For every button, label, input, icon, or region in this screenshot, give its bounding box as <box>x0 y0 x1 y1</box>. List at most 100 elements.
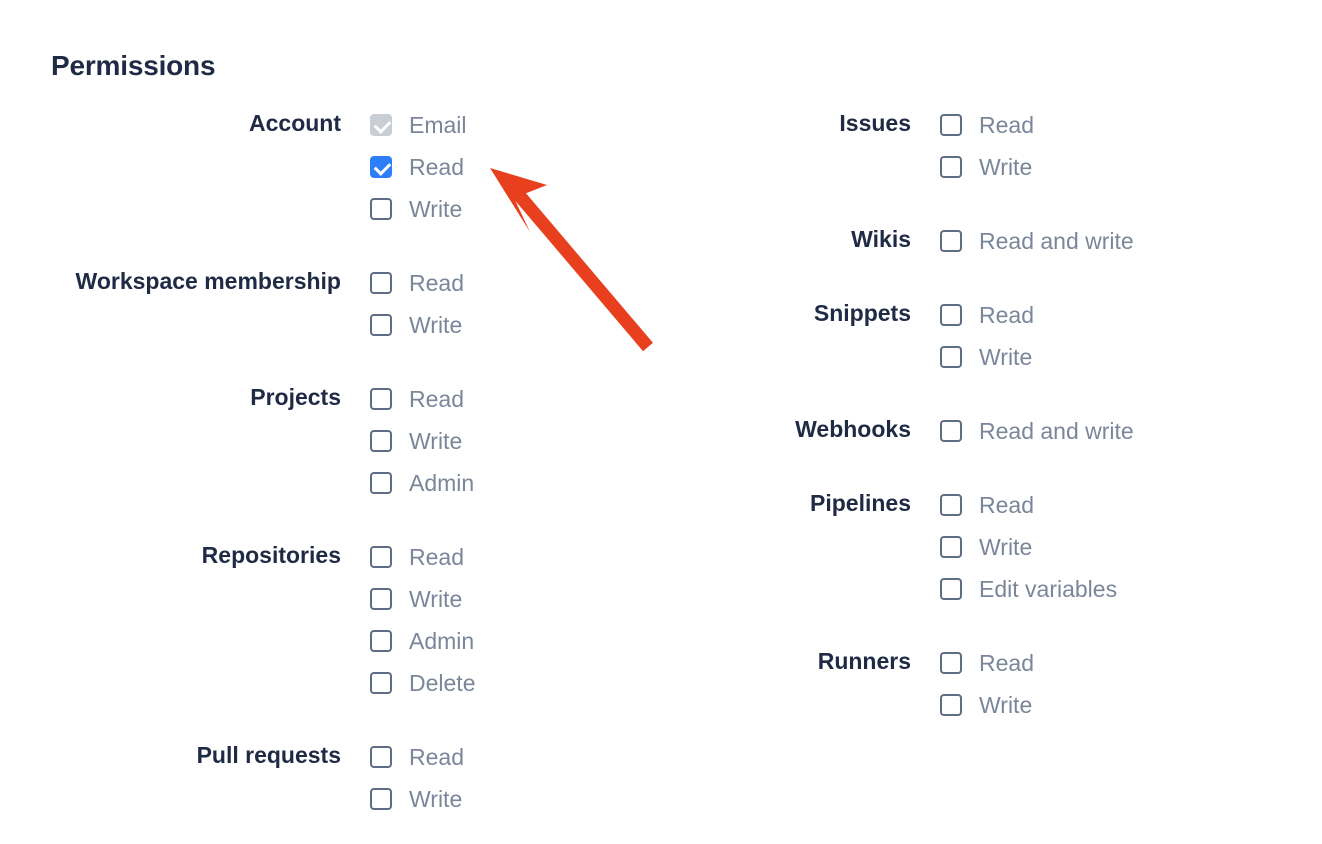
checkbox-unchecked-icon[interactable] <box>370 788 392 810</box>
permission-option-label: Delete <box>409 670 476 696</box>
checkbox-unchecked-icon[interactable] <box>370 472 392 494</box>
permission-option-label: Admin <box>409 628 475 654</box>
checkbox-unchecked-icon[interactable] <box>940 578 962 600</box>
permission-option-row[interactable]: Write <box>370 304 660 346</box>
checkbox-unchecked-icon[interactable] <box>940 536 962 558</box>
permission-option-row[interactable]: Write <box>940 146 1322 188</box>
permission-option-label: Write <box>409 196 463 222</box>
permission-option-row[interactable]: Admin <box>370 620 660 662</box>
permission-option-label: Read <box>409 386 464 412</box>
permission-group-label: Workspace membership <box>75 268 341 294</box>
permission-option-label: Write <box>979 692 1033 718</box>
checkbox-checked-icon[interactable] <box>370 156 392 178</box>
checkbox-unchecked-icon[interactable] <box>370 272 392 294</box>
permission-option-row[interactable]: Write <box>370 578 660 620</box>
permission-option-row[interactable]: Write <box>370 778 660 820</box>
permission-option-row[interactable]: Read <box>940 294 1322 336</box>
checkbox-unchecked-icon[interactable] <box>940 114 962 136</box>
permission-option-row[interactable]: Read and write <box>940 410 1322 452</box>
permission-option-label: Read <box>409 544 464 570</box>
checkbox-unchecked-icon[interactable] <box>370 314 392 336</box>
permission-group-label: Snippets <box>813 300 911 326</box>
permission-option-row[interactable]: Read <box>370 378 660 420</box>
permission-option-row[interactable]: Email <box>370 104 660 146</box>
checkbox-unchecked-icon[interactable] <box>940 304 962 326</box>
permission-option-row[interactable]: Read <box>940 642 1322 684</box>
checkbox-unchecked-icon[interactable] <box>370 630 392 652</box>
permission-option-label: Read <box>409 270 464 296</box>
checkbox-unchecked-icon[interactable] <box>940 494 962 516</box>
checkbox-unchecked-icon[interactable] <box>370 588 392 610</box>
permission-group-label: Runners <box>817 648 911 674</box>
permission-option-row[interactable]: Read <box>940 104 1322 146</box>
checkbox-unchecked-icon[interactable] <box>940 230 962 252</box>
permission-option-row[interactable]: Delete <box>370 662 660 704</box>
permission-option-row[interactable]: Write <box>940 336 1322 378</box>
permission-option-row[interactable]: Admin <box>370 462 660 504</box>
permission-option-label: Read <box>409 744 464 770</box>
permission-option-row[interactable]: Write <box>940 684 1322 726</box>
permission-group-label: Webhooks <box>795 416 911 442</box>
permission-option-label: Read <box>979 492 1034 518</box>
checkbox-unchecked-icon[interactable] <box>940 420 962 442</box>
permission-option-label: Write <box>979 154 1033 180</box>
permission-option-row[interactable]: Write <box>940 526 1322 568</box>
permission-option-row[interactable]: Read <box>370 536 660 578</box>
permission-option-label: Write <box>979 344 1033 370</box>
permission-option-label: Write <box>409 312 463 338</box>
permission-group-label: Projects <box>250 384 341 410</box>
permission-group-label: Pipelines <box>810 490 911 516</box>
permission-option-label: Email <box>409 112 467 138</box>
permission-group: Webhooks Read and write <box>660 410 1322 452</box>
checkbox-unchecked-icon[interactable] <box>370 546 392 568</box>
permission-option-label: Write <box>409 786 463 812</box>
permission-option-row[interactable]: Read <box>370 146 660 188</box>
permission-option-label: Write <box>409 586 463 612</box>
checkbox-unchecked-icon[interactable] <box>370 198 392 220</box>
checkbox-unchecked-icon[interactable] <box>370 672 392 694</box>
permission-option-row[interactable]: Read <box>940 484 1322 526</box>
permission-option-list: Read and write <box>940 410 1322 452</box>
permission-option-row[interactable]: Read <box>370 262 660 304</box>
checkbox-unchecked-icon[interactable] <box>940 694 962 716</box>
permission-group-label: Pull requests <box>196 742 341 768</box>
permission-option-row[interactable]: Read and write <box>940 220 1322 262</box>
checkbox-unchecked-icon[interactable] <box>370 746 392 768</box>
checkbox-unchecked-icon[interactable] <box>370 430 392 452</box>
page-title: Permissions <box>51 50 216 81</box>
checkbox-unchecked-icon[interactable] <box>940 652 962 674</box>
permission-option-row[interactable]: Read <box>370 736 660 778</box>
permission-option-row[interactable]: Edit variables <box>940 568 1322 610</box>
checkmark-icon <box>373 158 392 176</box>
permission-option-label: Read <box>979 650 1034 676</box>
permission-option-label: Read and write <box>979 418 1134 444</box>
checkmark-icon <box>373 116 392 134</box>
checkbox-unchecked-icon[interactable] <box>940 346 962 368</box>
permission-option-label: Read <box>979 112 1034 138</box>
permission-option-row[interactable]: Write <box>370 188 660 230</box>
checkbox-unchecked-icon[interactable] <box>940 156 962 178</box>
permission-option-label: Write <box>979 534 1033 560</box>
permission-option-label: Admin <box>409 470 475 496</box>
permission-option-list: Read and write <box>940 220 1322 262</box>
permission-option-row[interactable]: Write <box>370 420 660 462</box>
checkbox-unchecked-icon[interactable] <box>370 388 392 410</box>
